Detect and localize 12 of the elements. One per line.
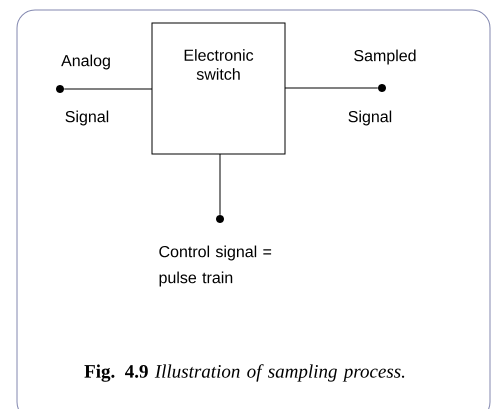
process-box: [152, 22, 286, 154]
terminal-label: Signal: [348, 110, 392, 126]
box-label: Electronic switch: [184, 49, 254, 80]
terminal-label: Signal: [66, 110, 108, 126]
terminal-label: Sampled: [354, 50, 416, 64]
terminal-label: Analog: [61, 54, 110, 70]
terminal-label: Control signal = pulse train: [159, 246, 272, 286]
wire: [64, 88, 152, 90]
terminal-dot: [56, 85, 64, 93]
terminal-dot: [378, 84, 386, 92]
terminal-dot: [216, 215, 224, 223]
figure-caption: Fig. 4.9 Illustration of sampling process.: [84, 364, 404, 382]
